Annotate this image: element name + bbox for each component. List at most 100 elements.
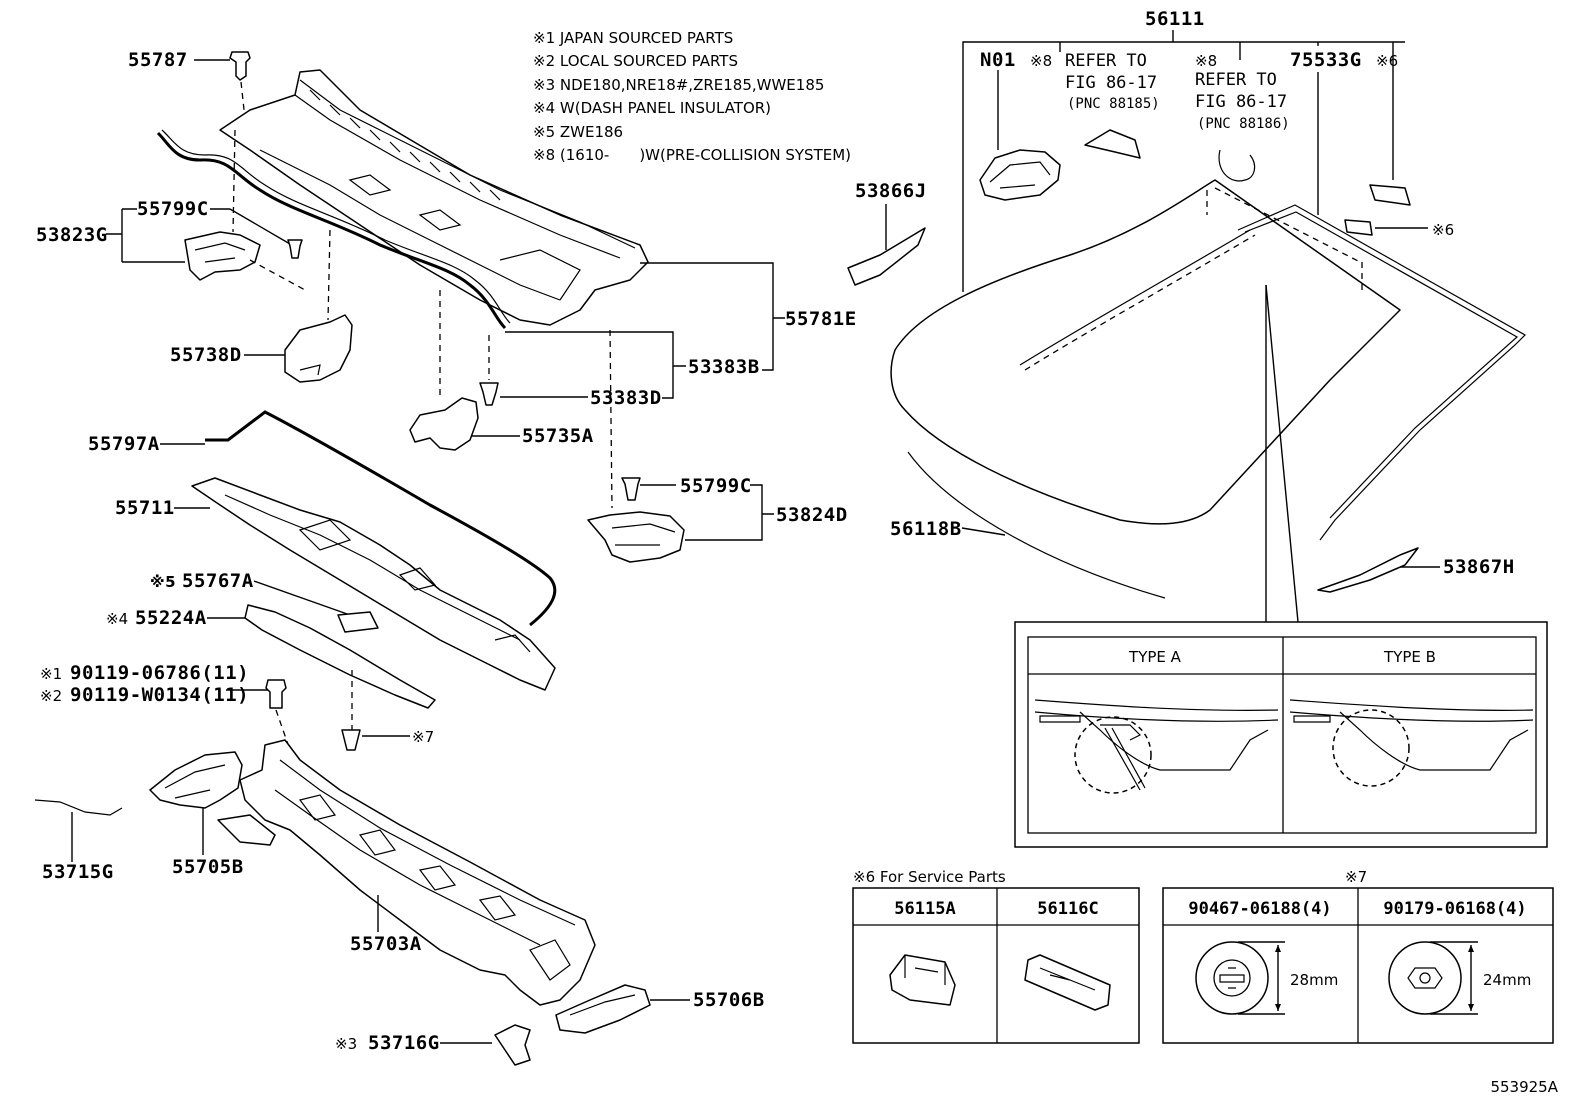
bolt-90119-icon [265, 679, 287, 709]
bracket-53716g-icon [494, 1024, 531, 1066]
ref1-line1: REFER TO [1065, 51, 1147, 71]
note-2: ※2 LOCAL SOURCED PARTS [533, 52, 738, 70]
ref2-line1: REFER TO [1195, 70, 1277, 90]
label-53823g[interactable]: 53823G [36, 224, 108, 246]
label-75533g[interactable]: 75533G [1290, 49, 1362, 71]
label-55705b[interactable]: 55705B [172, 856, 244, 878]
label-55781e[interactable]: 55781E [785, 308, 857, 330]
panel-55711-icon [191, 477, 556, 691]
clip-90179-icon [1388, 941, 1462, 1015]
type-a-label: TYPE A [1128, 648, 1182, 666]
service-col-56115a[interactable]: 56115A [894, 899, 955, 919]
camera-bracket-n01-icon [979, 149, 1061, 201]
cowl-panel-55703a-icon [239, 739, 596, 1006]
type-b-label: TYPE B [1383, 648, 1436, 666]
service-col-56116c[interactable]: 56116C [1037, 899, 1098, 919]
clip-90467-icon [1195, 941, 1269, 1015]
cowl-louver-55781e-icon [219, 69, 649, 326]
diagram-id: 553925A [1490, 1078, 1558, 1096]
insulator-55738d-icon [284, 314, 353, 383]
label-56118b[interactable]: 56118B [890, 518, 962, 540]
note-5: ※5 ZWE186 [533, 123, 623, 141]
seal-53715g-icon [34, 799, 123, 816]
label-53867h[interactable]: 53867H [1443, 556, 1515, 578]
label-90119-2[interactable]: 90119-W0134(11) [70, 684, 249, 706]
service-parts-table: 56115A 56116C [852, 887, 1140, 1044]
pad-55767a-icon [337, 611, 379, 633]
moulding-75533g-icon [1237, 204, 1526, 541]
cover-55735a-icon [409, 397, 479, 451]
label-55703a[interactable]: 55703A [350, 933, 422, 955]
part-56115a-icon [889, 954, 956, 1006]
marker-8b: ※8 [1195, 52, 1217, 70]
part-56116c-icon [1024, 954, 1111, 1011]
label-55706b[interactable]: 55706B [693, 989, 765, 1011]
label-53716g[interactable]: 53716G [368, 1032, 440, 1054]
ref1-line3: (PNC 88185) [1067, 96, 1160, 112]
seal-55797a-icon [205, 410, 557, 627]
windshield-glass-icon [890, 179, 1401, 525]
service-table-caption: ※6 For Service Parts [853, 868, 1006, 886]
ref2-line3: (PNC 88186) [1197, 116, 1290, 132]
label-56111[interactable]: 56111 [1145, 8, 1205, 30]
ref2-line2: FIG 86-17 [1195, 92, 1287, 112]
insulator-55224a-icon [244, 604, 436, 709]
notes-block: ※1 JAPAN SOURCED PARTS ※2 LOCAL SOURCED … [533, 29, 851, 164]
seal-53383b-icon [156, 131, 507, 330]
label-53383d[interactable]: 53383D [590, 387, 662, 409]
bracket-53824d-icon [587, 511, 685, 563]
fastener-table: 90467-06188(4) 90179-06168(4) 28mm 24mm [1162, 887, 1554, 1044]
clip-6a-icon [1369, 184, 1411, 206]
label-55224a[interactable]: 55224A [135, 607, 207, 629]
marker-6b: ※6 [1432, 221, 1454, 239]
marker-6a: ※6 [1376, 52, 1398, 70]
marker-2: ※2 [40, 687, 62, 705]
clip-55799c-top-icon [287, 239, 303, 259]
label-55735a[interactable]: 55735A [522, 425, 594, 447]
label-55767a[interactable]: 55767A [182, 570, 254, 592]
marker-8a: ※8 [1030, 52, 1052, 70]
moulding-53866j-icon [847, 227, 926, 286]
sensor-cover-icon [1084, 129, 1141, 159]
label-55711[interactable]: 55711 [115, 497, 175, 519]
clip-55787-icon [229, 51, 251, 81]
label-55767a-group: ※5 [150, 573, 176, 591]
bracket-53823g-icon [184, 231, 261, 281]
wire-harness-icon [1218, 149, 1256, 182]
fastener-table-caption: ※7 [1345, 868, 1367, 886]
label-55799c-top[interactable]: 55799C [137, 198, 209, 220]
marker-4: ※4 [106, 610, 128, 628]
label-53383b[interactable]: 53383B [688, 356, 760, 378]
note-4: ※4 W(DASH PANEL INSULATOR) [533, 99, 771, 117]
label-53715g[interactable]: 53715G [42, 861, 114, 883]
moulding-53867h-icon [1317, 547, 1419, 593]
label-90119-1[interactable]: 90119-06786(11) [70, 662, 249, 684]
type-detail-box: TYPE A TYPE B [1014, 621, 1548, 848]
marker-5: ※5 [150, 573, 176, 591]
bracket-53823g [106, 208, 185, 263]
dim-24mm: 24mm [1483, 971, 1531, 989]
note-8: ※8 (1610- )W(PRE-COLLISION SYSTEM) [533, 146, 851, 164]
label-n01[interactable]: N01 [980, 49, 1016, 71]
label-53824d[interactable]: 53824D [776, 504, 848, 526]
fastener-col-90179[interactable]: 90179-06168(4) [1383, 899, 1526, 919]
marker-1: ※1 [40, 665, 62, 683]
bracket-55706b-icon [555, 984, 651, 1034]
bracket-55705b-icon [149, 751, 243, 809]
clip-7-icon [341, 729, 361, 751]
label-55799c-mid[interactable]: 55799C [680, 475, 752, 497]
strip-56118b-icon [907, 451, 1166, 599]
clip-53383d-icon [479, 382, 499, 406]
label-53866j[interactable]: 53866J [855, 180, 927, 202]
marker-3: ※3 [335, 1035, 357, 1053]
label-55787[interactable]: 55787 [128, 49, 188, 71]
fastener-col-90467[interactable]: 90467-06188(4) [1188, 899, 1331, 919]
note-3: ※3 NDE180,NRE18#,ZRE185,WWE185 [533, 76, 824, 94]
clip-6b-icon [1344, 219, 1373, 236]
note-1: ※1 JAPAN SOURCED PARTS [533, 29, 733, 47]
clip-55799c-mid-icon [621, 477, 641, 501]
label-55797a[interactable]: 55797A [88, 433, 160, 455]
label-55738d[interactable]: 55738D [170, 344, 242, 366]
ref1-line2: FIG 86-17 [1065, 73, 1157, 93]
